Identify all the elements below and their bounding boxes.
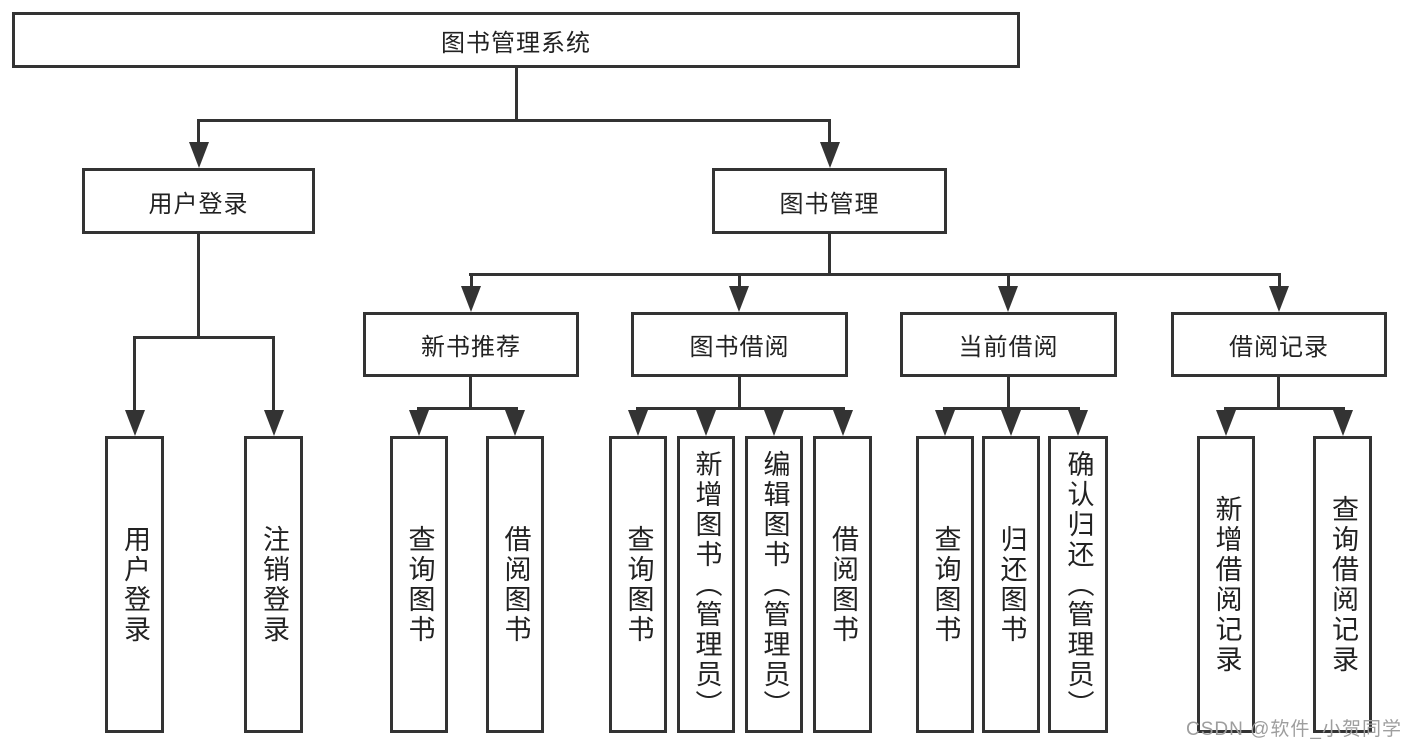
arrowhead-confirm-return-admin (1068, 410, 1088, 436)
connector-root-branch (197, 119, 831, 122)
connector-logout-drop (272, 339, 275, 412)
node-library-management-system: 图书管理系统 (12, 12, 1020, 68)
node-confirm-return-admin: 确认归还（管理员） (1048, 436, 1108, 733)
node-return-books: 归还图书 (982, 436, 1040, 733)
connector-book-management-stem (828, 234, 831, 276)
connector-current-borrowing-stem (1007, 377, 1010, 409)
connector-book-borrowing-branch (636, 407, 845, 410)
connector-user-login-drop (197, 122, 200, 144)
arrowhead-edit-books-admin (764, 410, 784, 436)
arrowhead-add-borrow-record (1216, 410, 1236, 436)
node-query-books-borrowing: 查询图书 (609, 436, 667, 733)
arrowhead-query-books-current (935, 410, 955, 436)
arrowhead-logout (264, 410, 284, 436)
arrowhead-login (125, 410, 145, 436)
arrowhead-query-borrow-record (1333, 410, 1353, 436)
connector-login-drop (133, 339, 136, 412)
node-add-books-admin: 新增图书（管理员） (677, 436, 735, 733)
connector-current-borrowing-branch (943, 407, 1080, 410)
connector-book-management-drop (828, 122, 831, 144)
node-borrowing-records: 借阅记录 (1171, 312, 1387, 377)
connector-current-borrowing-drop (1007, 276, 1010, 288)
node-query-borrow-record: 查询借阅记录 (1313, 436, 1372, 733)
connector-new-book-stem (469, 377, 472, 409)
arrowhead-return-books (1001, 410, 1021, 436)
csdn-watermark: CSDN @软件_小贺同学 (1186, 719, 1402, 740)
node-login: 用户登录 (105, 436, 164, 733)
node-add-borrow-record: 新增借阅记录 (1197, 436, 1255, 733)
node-new-book-recommendation: 新书推荐 (363, 312, 579, 377)
connector-user-login-stem (197, 234, 200, 339)
node-borrow-books-borrowing: 借阅图书 (813, 436, 872, 733)
node-edit-books-admin: 编辑图书（管理员） (745, 436, 803, 733)
arrowhead-book-borrowing (729, 286, 749, 312)
node-borrow-books-recommend: 借阅图书 (486, 436, 544, 733)
node-book-management: 图书管理 (712, 168, 947, 234)
connector-book-management-branch (469, 273, 1281, 276)
connector-borrowing-records-drop (1278, 276, 1281, 288)
arrowhead-borrow-books-borrowing (833, 410, 853, 436)
arrowhead-borrowing-records (1269, 286, 1289, 312)
node-user-login: 用户登录 (82, 168, 315, 234)
arrowhead-user-login (189, 142, 209, 168)
arrowhead-query-books-borrowing (628, 410, 648, 436)
arrowhead-query-books-recommend (409, 410, 429, 436)
node-query-books-recommend: 查询图书 (390, 436, 448, 733)
connector-borrowing-records-branch (1224, 407, 1345, 410)
connector-new-book-branch (417, 407, 518, 410)
node-current-borrowing: 当前借阅 (900, 312, 1117, 377)
node-book-borrowing: 图书借阅 (631, 312, 848, 377)
connector-book-borrowing-drop (738, 276, 741, 288)
arrowhead-current-borrowing (998, 286, 1018, 312)
arrowhead-new-book-recommendation (461, 286, 481, 312)
node-logout: 注销登录 (244, 436, 303, 733)
connector-root-stem (515, 68, 518, 121)
connector-borrowing-records-stem (1277, 377, 1280, 409)
connector-book-borrowing-stem (738, 377, 741, 409)
node-query-books-current: 查询图书 (916, 436, 974, 733)
arrowhead-book-management (820, 142, 840, 168)
arrowhead-add-books-admin (696, 410, 716, 436)
connector-user-login-branch (133, 336, 275, 339)
arrowhead-borrow-books-recommend (505, 410, 525, 436)
connector-new-book-drop (470, 276, 473, 288)
